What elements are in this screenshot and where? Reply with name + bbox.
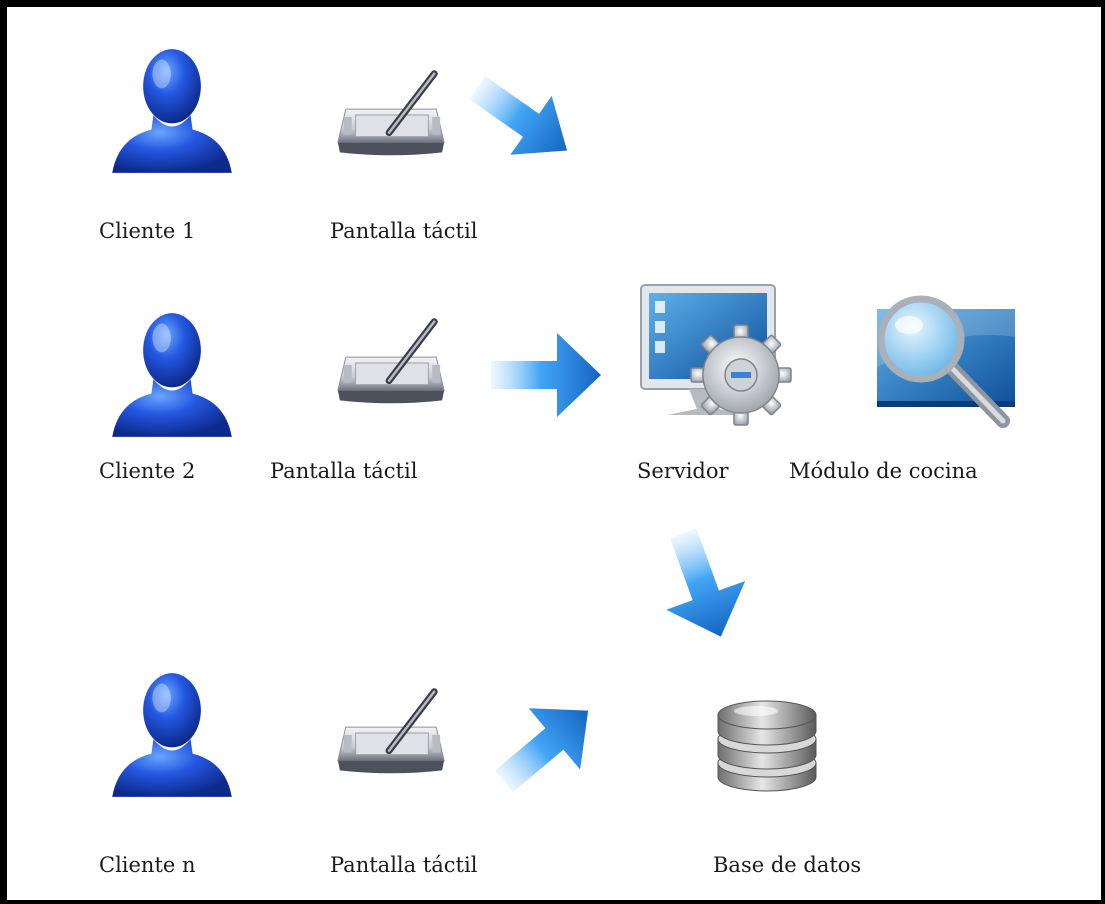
person-icon xyxy=(112,673,232,797)
arrow-icon xyxy=(494,708,589,793)
touch-tablet-icon xyxy=(332,683,450,781)
person-icon xyxy=(112,313,232,437)
tablet-n-label: Pantalla táctil xyxy=(330,853,478,877)
client-1-label: Cliente 1 xyxy=(99,219,196,243)
tablet-1-label: Pantalla táctil xyxy=(330,219,478,243)
client-n-label: Cliente n xyxy=(99,853,196,877)
database-label: Base de datos xyxy=(713,853,862,877)
arrow-icon xyxy=(666,528,746,637)
server-label: Servidor xyxy=(637,459,729,483)
client-2-label: Cliente 2 xyxy=(99,459,196,483)
server-gear-icon xyxy=(640,284,792,426)
touch-tablet-icon xyxy=(332,313,450,411)
person-icon xyxy=(112,49,232,173)
kitchen-module-label: Módulo de cocina xyxy=(789,459,978,483)
arrow-icon xyxy=(468,75,568,155)
touch-tablet-icon xyxy=(332,65,450,163)
tablet-2-label: Pantalla táctil xyxy=(270,459,418,483)
arrow-icon xyxy=(491,333,601,417)
database-icon xyxy=(717,700,817,792)
magnifier-monitor-icon xyxy=(877,295,1015,428)
